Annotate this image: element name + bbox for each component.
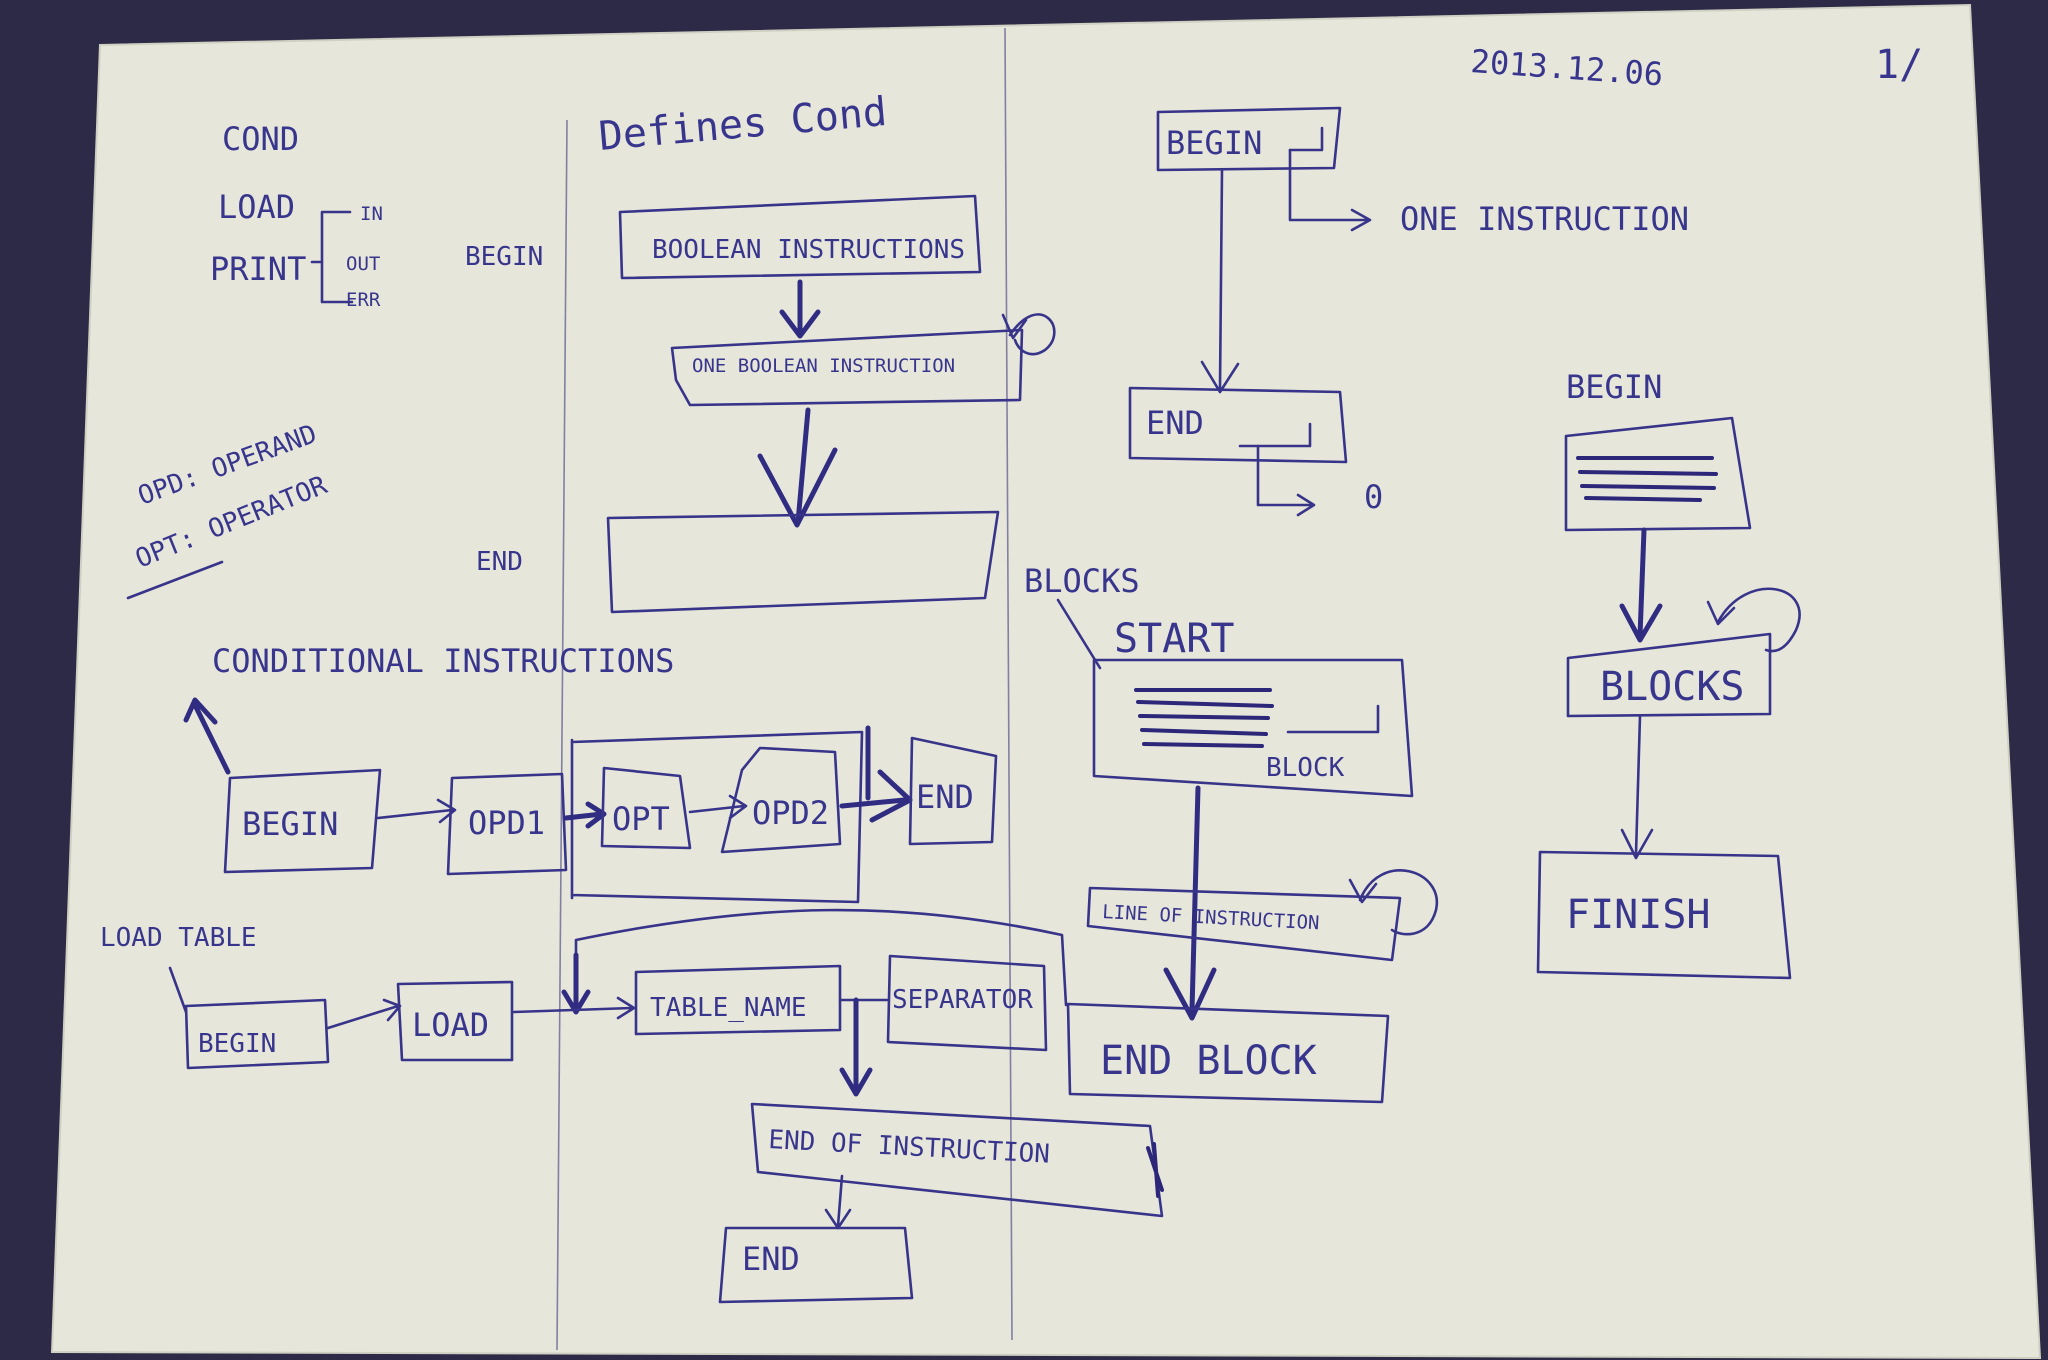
blocks-end-label: END BLOCK (1100, 1038, 1317, 1084)
rt-one-label: ONE INSTRUCTION (1400, 200, 1689, 238)
table-name-label: TABLE_NAME (650, 993, 807, 1023)
program-blocks-box (1566, 632, 1772, 718)
load-table-heading: LOAD TABLE (100, 923, 257, 953)
end-of-instruction-box (750, 1102, 1164, 1218)
rt-begin-label: BEGIN (1166, 124, 1262, 162)
rt-end-notch (1238, 422, 1312, 448)
load-end-box (718, 1226, 914, 1304)
rt-one-arrow (1288, 148, 1372, 232)
program-finish-box (1536, 850, 1792, 980)
cond-opd2-box (720, 746, 842, 854)
blocks-start-notch (1286, 704, 1380, 734)
blocks-line-box (1086, 886, 1402, 962)
program-begin-box (1564, 416, 1752, 532)
load-end-label: END (742, 1240, 800, 1278)
legend-print-out: OUT (346, 253, 380, 275)
cond-begin-label: BEGIN (242, 805, 338, 843)
one-boolean-label: ONE BOOLEAN INSTRUCTION (692, 355, 955, 377)
defines-loop (1001, 313, 1056, 356)
defines-arrow-1 (779, 279, 821, 339)
rt-down-arrow (1200, 168, 1240, 394)
defines-end-label: END (476, 547, 523, 577)
conditional-heading: CONDITIONAL INSTRUCTIONS (212, 642, 674, 680)
boolean-instructions-label: BOOLEAN INSTRUCTIONS (652, 235, 965, 265)
program-arrow-2 (1620, 714, 1654, 860)
fold-line-left (556, 119, 568, 1351)
defines-end-box (606, 510, 1000, 614)
program-arrow-1 (1619, 527, 1663, 643)
paper-sheet (50, 3, 2042, 1360)
cond-opd2-label: OPD2 (752, 794, 829, 832)
program-begin-label: BEGIN (1566, 368, 1662, 406)
legend-underline (126, 560, 224, 600)
rt-end-label: END (1146, 404, 1204, 442)
rt-begin-box (1156, 106, 1342, 172)
cond-end-label: END (916, 778, 974, 816)
load-load-box (396, 980, 514, 1062)
legend-print-err: ERR (346, 289, 381, 311)
defines-begin-label: BEGIN (465, 242, 543, 272)
program-finish-label: FINISH (1566, 892, 1711, 938)
legend-cond: COND (222, 120, 299, 158)
blocks-start-label: START (1114, 616, 1234, 662)
load-load-label: LOAD (412, 1006, 489, 1044)
blocks-start-scribble (1134, 688, 1274, 748)
blocks-heading-pointer (1056, 598, 1102, 670)
conditional-entry-arrow (183, 697, 231, 775)
boolean-instructions-box (618, 194, 982, 280)
blocks-end-box (1066, 1002, 1390, 1104)
cond-opd1-label: OPD1 (468, 804, 545, 842)
defines-arrow-2 (757, 407, 838, 528)
legend-print-in: IN (360, 203, 383, 225)
cond-arrow-1 (376, 798, 457, 824)
end-of-instruction-scribble (1146, 1142, 1164, 1198)
legend-print: PRINT (210, 250, 306, 288)
one-boolean-box (670, 328, 1024, 407)
separator-box (886, 954, 1048, 1052)
load-begin-box (184, 998, 330, 1070)
load-arrow-2 (512, 996, 636, 1020)
load-table-entry (168, 966, 188, 1014)
rt-begin-notch (1288, 126, 1324, 152)
cond-opt-box (600, 766, 692, 850)
load-begin-label: BEGIN (198, 1029, 276, 1059)
fold-line-right (1004, 27, 1013, 1341)
page-mark: 1/ (1875, 42, 1923, 88)
legend-load: LOAD (218, 188, 295, 226)
program-blocks-label: BLOCKS (1600, 664, 1745, 710)
cond-opd1-box (446, 772, 568, 876)
cond-begin-box (223, 768, 382, 874)
blocks-arrow-1 (1163, 785, 1217, 1021)
separator-label: SEPARATOR (892, 985, 1033, 1015)
blocks-heading: BLOCKS (1024, 562, 1140, 600)
table-name-box (634, 964, 842, 1036)
rt-zero-arrow (1256, 444, 1316, 517)
blocks-line-loop (1348, 869, 1439, 936)
program-blocks-loop (1706, 587, 1801, 653)
rt-zero-label: 0 (1364, 478, 1383, 516)
blocks-block-label: BLOCK (1266, 753, 1345, 783)
cond-end-box (908, 736, 998, 846)
load-arrow-3 (839, 997, 873, 1097)
cond-opt-label: OPT (612, 800, 670, 838)
rt-end-box (1128, 386, 1348, 464)
program-begin-scribble (1576, 456, 1718, 502)
load-loop-arrow (561, 952, 591, 1015)
blocks-start-box (1092, 658, 1414, 798)
legend-print-bracket (310, 210, 354, 304)
